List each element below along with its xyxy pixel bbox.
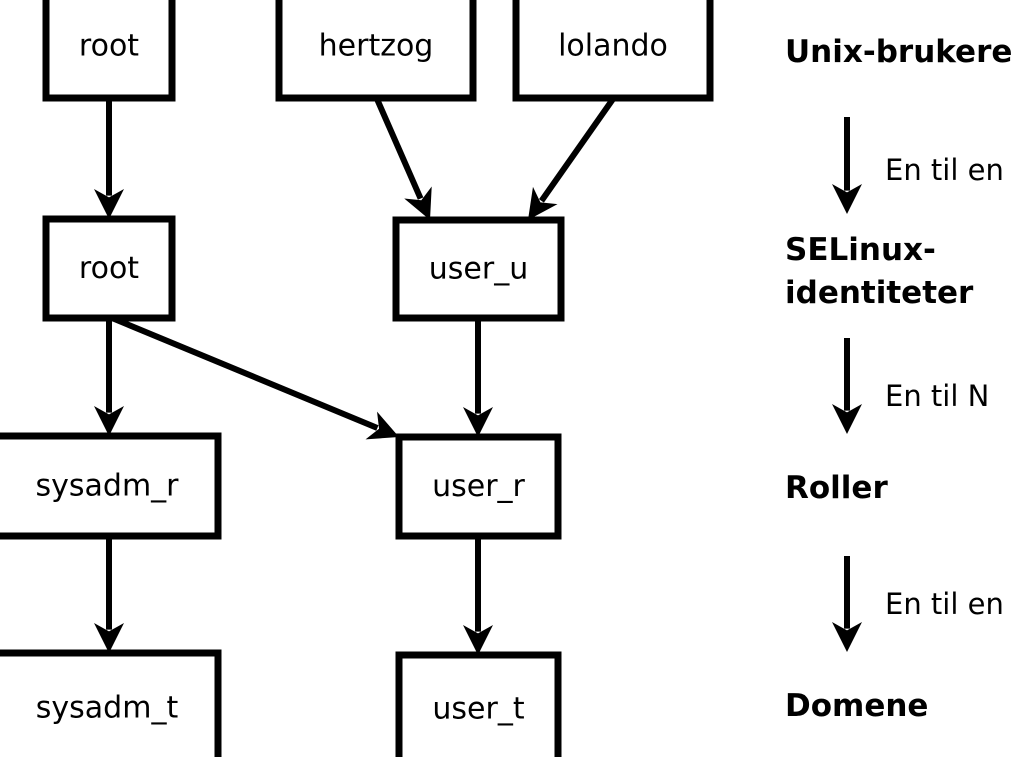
legend-arrow-group: En til en En til N En til en — [832, 117, 1004, 652]
node-box-se_root[interactable] — [42, 215, 176, 322]
node-dom_user[interactable]: user_t — [395, 651, 562, 757]
node-unix_hertzog[interactable]: hertzog — [275, 0, 477, 102]
edge-group — [94, 97, 616, 655]
legend-heading-domains: Domene — [785, 688, 928, 724]
legend-heading-group: Unix-brukereSELinux-identiteterRollerDom… — [785, 34, 1012, 724]
legend-heading-selinux-identities-1: SELinux- — [785, 232, 936, 268]
node-dom_sysadm[interactable]: sysadm_t — [0, 649, 222, 757]
node-unix_root[interactable]: root — [42, 0, 176, 102]
node-box-dom_sysadm[interactable] — [0, 649, 222, 757]
node-se_user_u[interactable]: user_u — [392, 216, 565, 322]
node-unix_lolando[interactable]: lolando — [512, 0, 714, 102]
arrow-head-icon — [404, 186, 432, 220]
arrow-head-icon — [365, 411, 399, 440]
legend-edge-label: En til en — [885, 587, 1004, 621]
node-box-unix_hertzog[interactable] — [275, 0, 477, 102]
node-label-dom_sysadm: sysadm_t — [36, 691, 179, 726]
legend-edge-label: En til N — [885, 379, 989, 413]
edge-role_user-to-dom_user — [463, 536, 493, 655]
node-label-role_sysadm: sysadm_r — [36, 469, 180, 504]
arrow-head-icon — [528, 186, 558, 220]
node-role_sysadm[interactable]: sysadm_r — [0, 432, 222, 540]
node-label-se_root: root — [79, 251, 139, 286]
node-box-unix_lolando[interactable] — [512, 0, 714, 102]
legend-arrow-2: En til N — [832, 338, 989, 434]
edge-se_user_u-to-role_user — [463, 318, 493, 437]
edge-se_root-to-role_user — [110, 315, 399, 440]
edge-se_root-to-role_sysadm — [94, 318, 124, 436]
legend-edge-label: En til en — [885, 153, 1004, 187]
node-label-unix_hertzog: hertzog — [319, 29, 434, 64]
arrow-head-icon — [832, 184, 862, 214]
arrow-head-icon — [463, 625, 493, 655]
node-label-unix_root: root — [79, 29, 139, 64]
edge-unix_root-to-se_root — [94, 98, 124, 219]
node-box-dom_user[interactable] — [395, 651, 562, 757]
node-label-unix_lolando: lolando — [558, 29, 668, 64]
arrow-head-icon — [832, 404, 862, 434]
edge-role_sysadm-to-dom_sysadm — [94, 536, 124, 653]
legend-heading-unix-users: Unix-brukere — [785, 34, 1012, 70]
arrow-head-icon — [94, 406, 124, 436]
arrow-head-icon — [463, 407, 493, 437]
legend-arrow-3: En til en — [832, 556, 1004, 652]
node-label-dom_user: user_t — [432, 692, 524, 727]
node-role_user[interactable]: user_r — [395, 433, 562, 540]
edge-unix_lolando-to-se_user_u — [528, 97, 616, 220]
arrow-head-icon — [94, 623, 124, 653]
node-se_root[interactable]: root — [42, 215, 176, 322]
node-label-role_user: user_r — [432, 469, 525, 504]
legend-heading-roles: Roller — [785, 470, 888, 506]
node-label-se_user_u: user_u — [429, 252, 528, 287]
node-box-unix_root[interactable] — [42, 0, 176, 102]
edge-unix_hertzog-to-se_user_u — [374, 97, 432, 220]
legend-heading-selinux-identities-2: identiteter — [785, 275, 974, 311]
node-box-role_user[interactable] — [395, 433, 562, 540]
node-box-role_sysadm[interactable] — [0, 432, 222, 540]
legend-arrow-1: En til en — [832, 117, 1004, 214]
arrow-head-icon — [832, 622, 862, 652]
node-box-se_user_u[interactable] — [392, 216, 565, 322]
arrow-head-icon — [94, 189, 124, 219]
